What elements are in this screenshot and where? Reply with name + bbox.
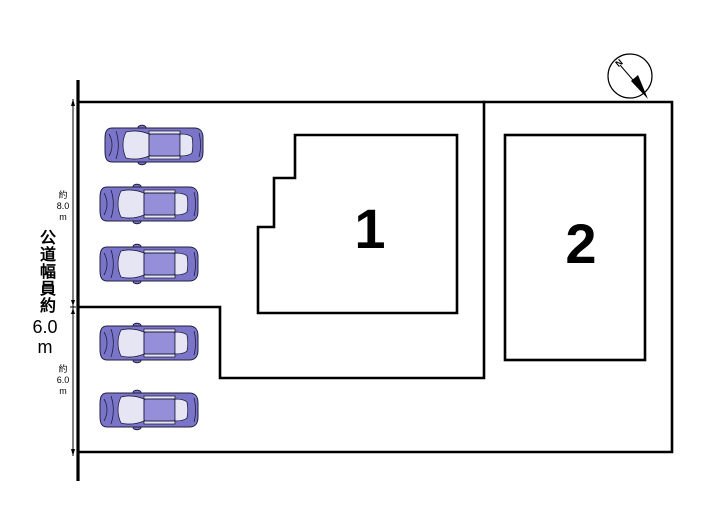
frontage-dimension <box>70 99 76 456</box>
dimension-arrow <box>71 308 75 314</box>
frontage-label-lot-2: 約 6.0 m <box>54 364 72 397</box>
frontage-label-lot-1: 約 8.0 m <box>54 190 72 223</box>
parked-car <box>99 389 199 431</box>
compass-needle <box>619 64 634 81</box>
building-1-outline <box>256 133 459 315</box>
road-label-text: 公道幅員約 <box>37 229 54 314</box>
compass-arrow-icon <box>631 75 648 99</box>
dimension-arrow <box>71 300 75 306</box>
frontage-unit: m <box>59 386 67 396</box>
parked-car <box>99 243 199 285</box>
road-width-value: 6.0 <box>32 317 58 337</box>
road-width-unit: m <box>37 337 53 357</box>
compass-north-label: N <box>613 57 624 69</box>
frontage-prefix: 約 <box>58 190 68 200</box>
compass-icon: N <box>607 53 653 99</box>
frontage-unit: m <box>59 212 67 222</box>
road-width-label: 公道幅員約 6.0 m <box>28 229 62 356</box>
frontage-value: 8.0 <box>56 201 70 211</box>
dimension-arrow <box>71 99 75 106</box>
dimension-arrow <box>71 449 75 456</box>
frontage-prefix: 約 <box>58 364 68 374</box>
frontage-value: 6.0 <box>56 375 70 385</box>
parked-car <box>99 322 199 364</box>
building-2-outline <box>503 133 647 362</box>
lot-boundary <box>76 100 674 454</box>
lot-1-label: 1 <box>354 197 385 260</box>
parked-car <box>99 183 199 225</box>
lot-divider <box>76 100 486 380</box>
lot-2-label: 2 <box>565 212 596 275</box>
parked-car <box>104 124 204 166</box>
